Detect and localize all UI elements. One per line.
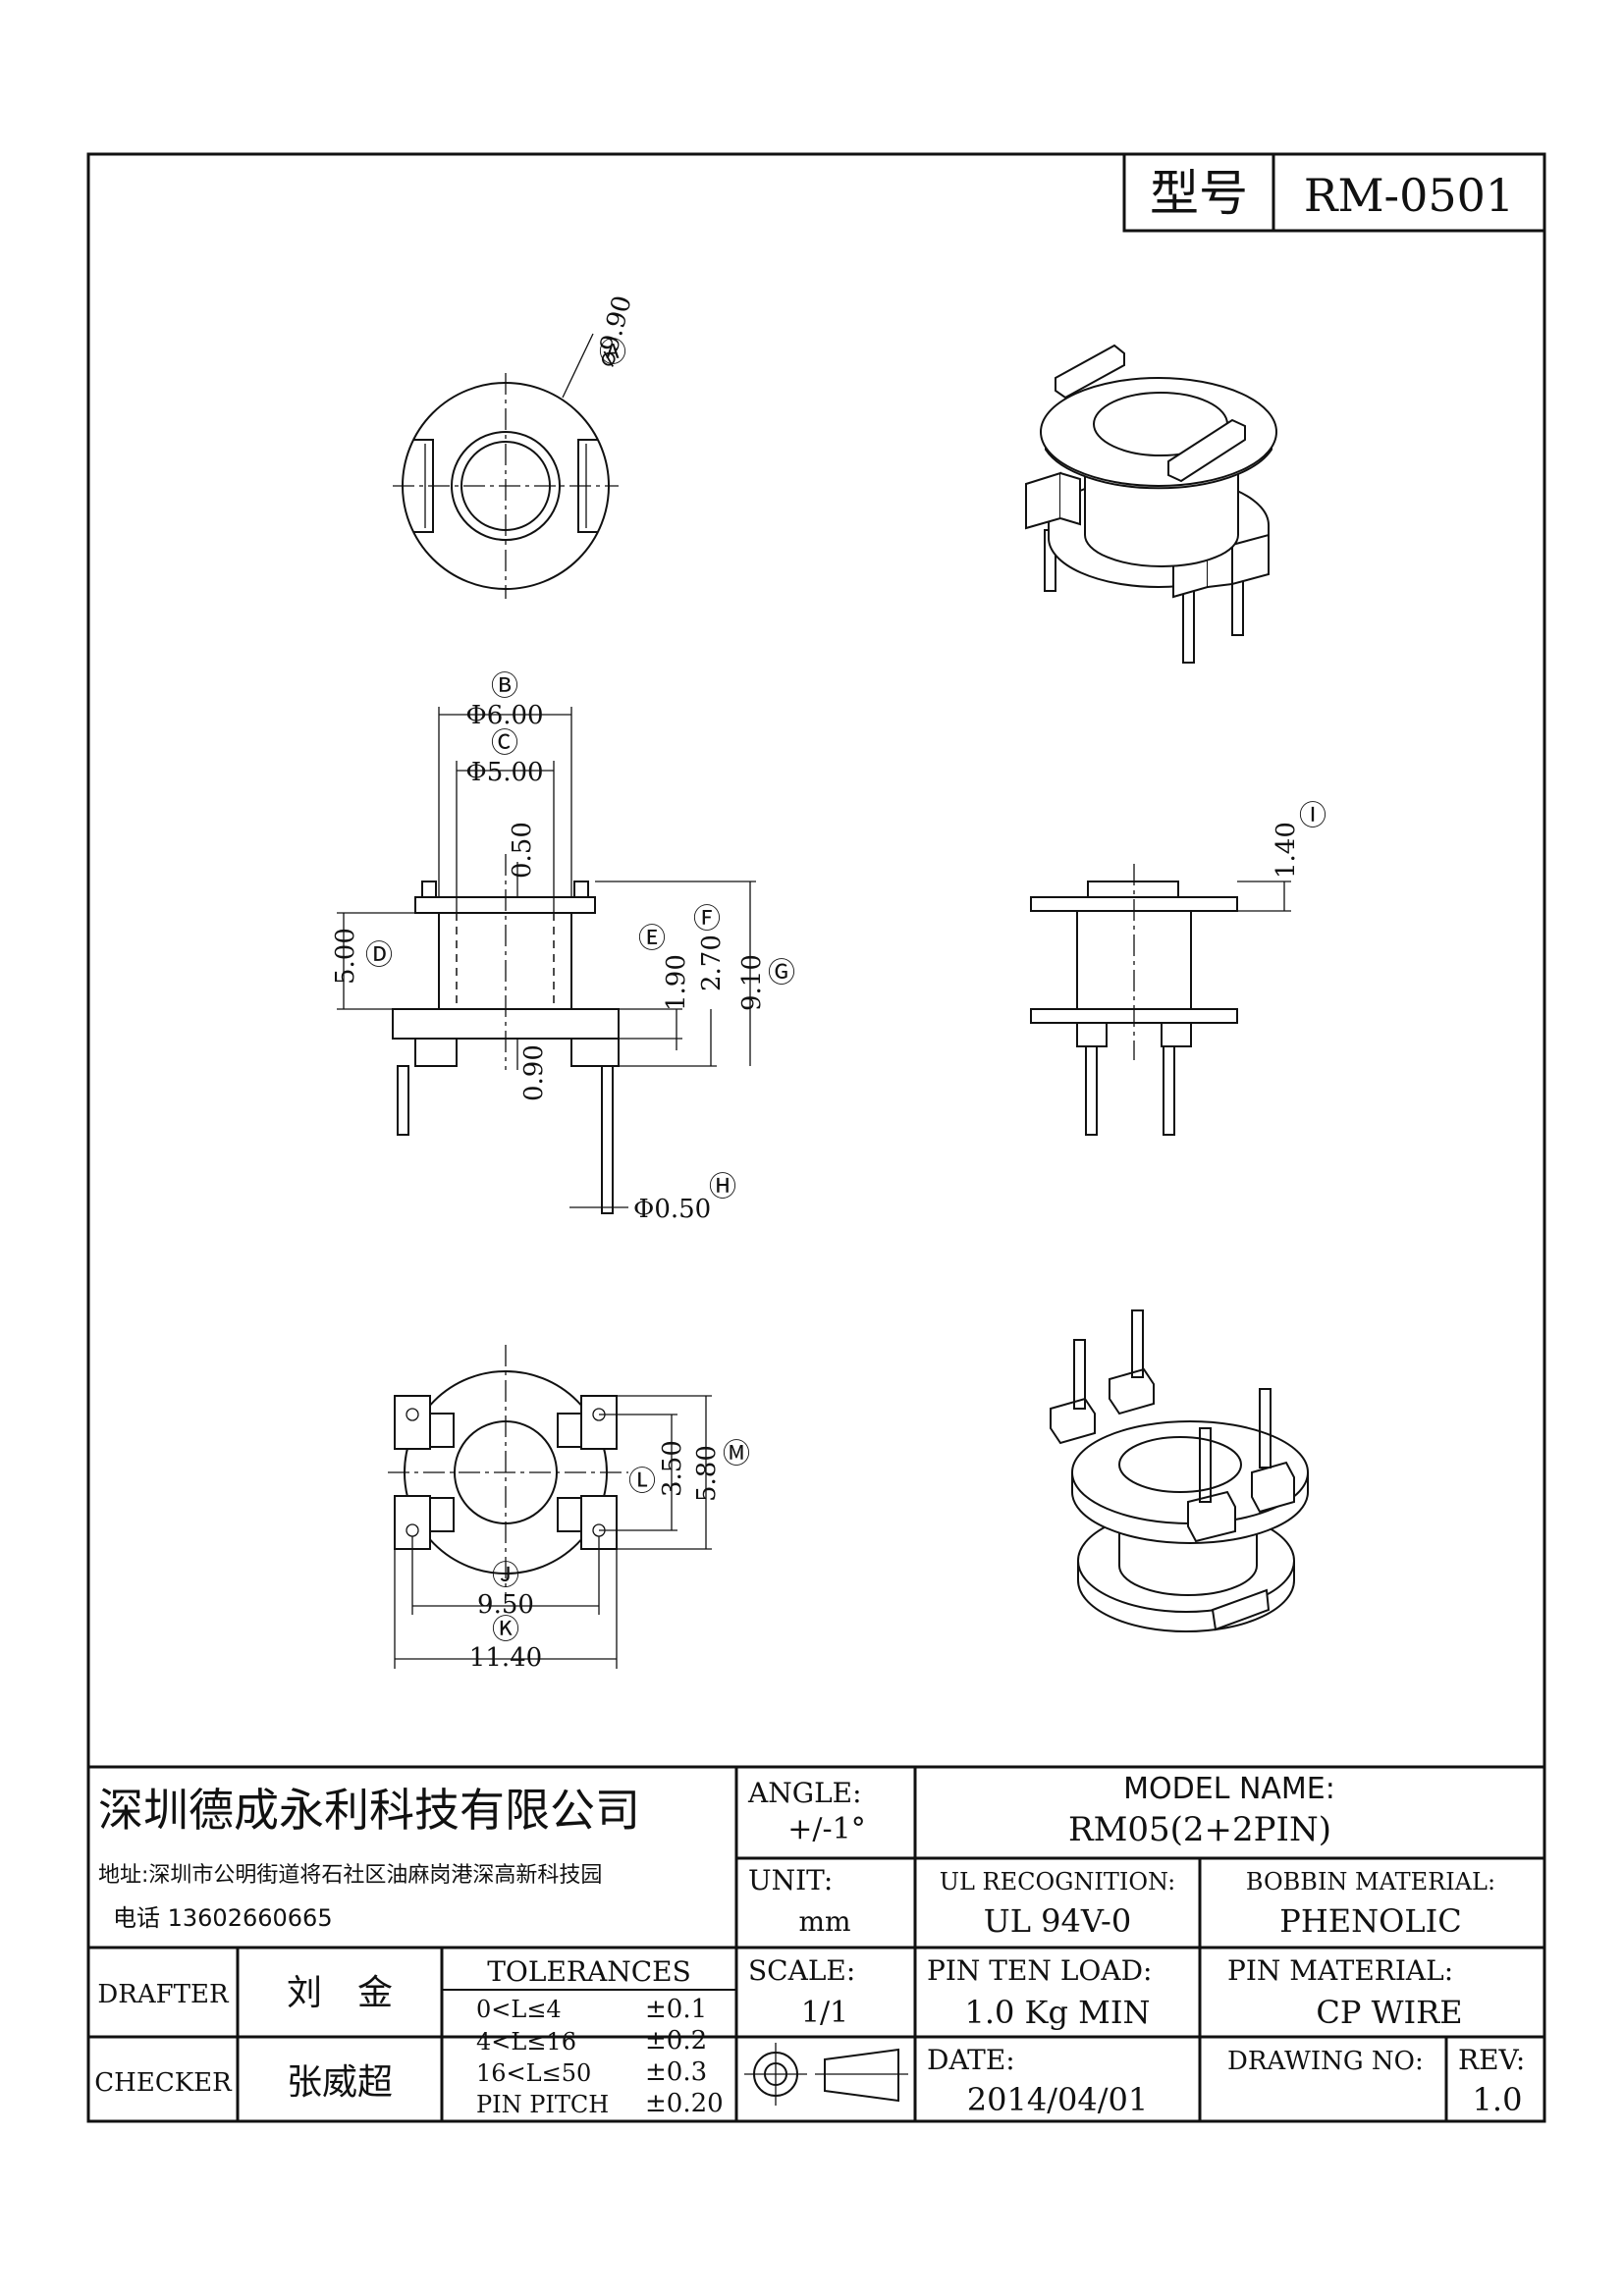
marker-d: Ⓓ bbox=[365, 938, 393, 971]
bobbin-label: BOBBIN MATERIAL: bbox=[1246, 1868, 1495, 1896]
tolerance-rows: 0<L≤4 ±0.1 4<L≤16 ±0.2 16<L≤50 ±0.3 PIN … bbox=[476, 1995, 724, 2118]
scale-value: 1/1 bbox=[801, 1996, 848, 2030]
tolerance-value: ±0.20 bbox=[645, 2089, 724, 2118]
side-view: 1.40 Ⓘ bbox=[1030, 799, 1326, 1136]
dim-j: 9.50 bbox=[477, 1590, 534, 1620]
pin-mat-label: PIN MATERIAL: bbox=[1227, 1954, 1453, 1987]
tolerance-range: 4<L≤16 bbox=[476, 2028, 576, 2056]
dim-i: 1.40 bbox=[1272, 822, 1301, 879]
tolerances-title: TOLERANCES bbox=[487, 1955, 691, 1988]
drawing-no-label: DRAWING NO: bbox=[1227, 2047, 1424, 2076]
dim-e: 1.90 bbox=[662, 954, 691, 1011]
marker-j: Ⓙ bbox=[492, 1559, 519, 1591]
dim-flange-thk: 0.50 bbox=[508, 822, 537, 879]
marker-h: Ⓗ bbox=[709, 1170, 736, 1202]
drafter-name: 刘 金 bbox=[287, 1973, 393, 2013]
type-label: 型号 bbox=[1150, 165, 1248, 222]
bottom-view: 3.50 Ⓛ 5.80 Ⓜ 9.50 Ⓙ 11.40 Ⓚ bbox=[388, 1345, 750, 1673]
marker-a: Ⓐ bbox=[599, 336, 626, 368]
part-number: RM-0501 bbox=[1304, 169, 1514, 222]
marker-e: Ⓔ bbox=[638, 922, 666, 954]
dim-flange-dia: Φ6.00 bbox=[465, 701, 543, 730]
tolerance-range: 0<L≤4 bbox=[476, 1996, 562, 2023]
tolerance-range: PIN PITCH bbox=[476, 2091, 609, 2118]
tolerance-value: ±0.2 bbox=[645, 2026, 707, 2056]
tolerance-range: 16<L≤50 bbox=[476, 2059, 591, 2087]
company-address: 地址:深圳市公明街道将石社区油麻岗港深高新科技园 bbox=[98, 1863, 602, 1888]
dim-m: 5.80 bbox=[692, 1445, 722, 1502]
marker-k: Ⓚ bbox=[492, 1613, 519, 1645]
pin-mat-value: CP WIRE bbox=[1316, 1994, 1462, 2031]
ul-label: UL RECOGNITION: bbox=[940, 1868, 1175, 1896]
tolerance-value: ±0.1 bbox=[645, 1995, 707, 2024]
marker-c: Ⓒ bbox=[491, 726, 518, 759]
bobbin-value: PHENOLIC bbox=[1279, 1902, 1461, 1940]
top-view: ⌀9.90 Ⓐ bbox=[393, 293, 638, 599]
tolerance-value: ±0.3 bbox=[645, 2057, 707, 2087]
dim-f: 2.70 bbox=[697, 934, 727, 991]
pin-ten-value: 1.0 Kg MIN bbox=[964, 1994, 1150, 2031]
drawing-border bbox=[86, 152, 1546, 2123]
rev-value: 1.0 bbox=[1473, 2081, 1523, 2118]
model-name-value: RM05(2+2PIN) bbox=[1068, 1810, 1331, 1849]
drafter-label: DRAFTER bbox=[97, 1980, 230, 2009]
date-value: 2014/04/01 bbox=[967, 2081, 1148, 2118]
dim-l: 3.50 bbox=[658, 1440, 687, 1497]
company-name: 深圳德成永利科技有限公司 bbox=[98, 1784, 640, 1837]
unit-value: mm bbox=[798, 1905, 850, 1938]
dim-height-d: 5.00 bbox=[331, 928, 360, 985]
angle-value: +/-1° bbox=[787, 1812, 865, 1846]
marker-g: Ⓖ bbox=[768, 956, 795, 988]
checker-name: 张威超 bbox=[287, 2062, 393, 2103]
unit-label: UNIT: bbox=[748, 1864, 833, 1896]
marker-b: Ⓑ bbox=[491, 669, 518, 702]
ul-value: UL 94V-0 bbox=[984, 1902, 1131, 1940]
dim-g: 9.10 bbox=[737, 954, 767, 1011]
pin-ten-label: PIN TEN LOAD: bbox=[927, 1954, 1152, 1987]
front-view: Φ6.00 Ⓑ Φ5.00 Ⓒ 0.50 5.00 Ⓓ 1.90 Ⓔ 2 bbox=[331, 669, 795, 1224]
marker-i: Ⓘ bbox=[1299, 799, 1326, 831]
type-box: 型号 RM-0501 bbox=[1122, 152, 1546, 233]
date-label: DATE: bbox=[927, 2044, 1015, 2076]
company-phone: 电话 13602660665 bbox=[113, 1904, 333, 1932]
title-block: 深圳德成永利科技有限公司 地址:深圳市公明街道将石社区油麻岗港深高新科技园 电话… bbox=[88, 1765, 1544, 2121]
angle-label: ANGLE: bbox=[747, 1777, 862, 1809]
dim-k: 11.40 bbox=[469, 1643, 542, 1673]
scale-label: SCALE: bbox=[748, 1954, 855, 1987]
model-name-label: MODEL NAME: bbox=[1123, 1772, 1335, 1806]
dim-pin-dia: Φ0.50 bbox=[633, 1195, 711, 1224]
marker-m: Ⓜ bbox=[723, 1437, 750, 1469]
dim-core-dia: Φ5.00 bbox=[465, 758, 543, 787]
isometric-top bbox=[1025, 344, 1277, 664]
dim-base-thk: 0.90 bbox=[519, 1044, 549, 1101]
checker-label: CHECKER bbox=[94, 2068, 233, 2098]
isometric-bottom bbox=[1050, 1309, 1309, 1632]
marker-f: Ⓕ bbox=[693, 902, 721, 934]
rev-label: REV: bbox=[1458, 2044, 1525, 2076]
marker-l: Ⓛ bbox=[628, 1465, 656, 1497]
projection-symbol-icon bbox=[744, 2043, 908, 2106]
